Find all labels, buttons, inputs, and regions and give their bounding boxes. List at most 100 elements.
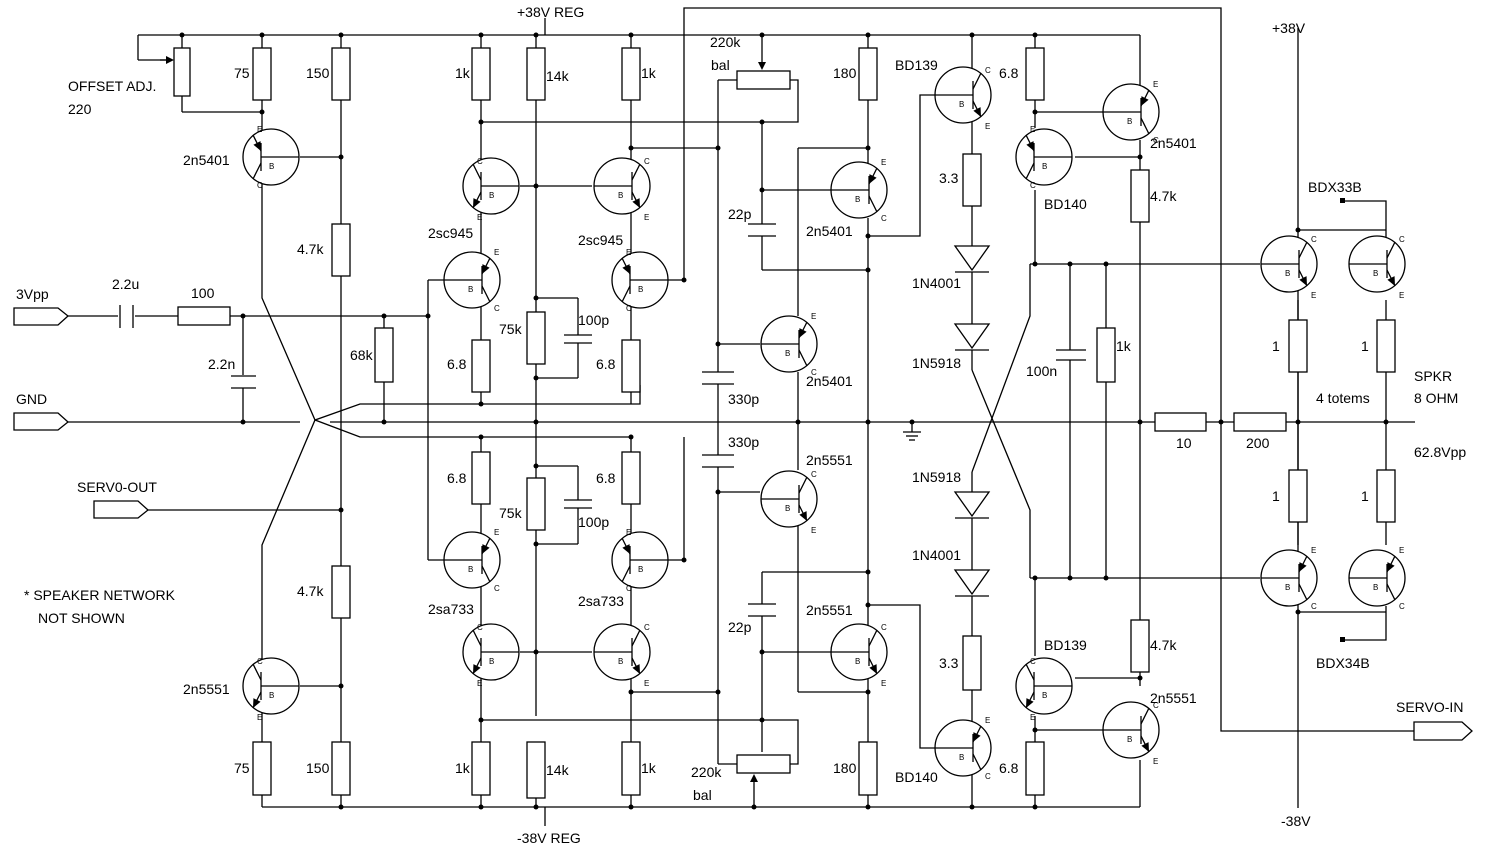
transistor-symbol: C E B	[1015, 657, 1073, 722]
transistor-symbol: ECB	[1102, 80, 1160, 145]
value-label: 6.8	[999, 65, 1019, 81]
value-label: 75	[234, 65, 250, 81]
transistor-symbol: CEB	[242, 657, 300, 722]
transistor-symbol: ECB	[760, 312, 818, 377]
svg-text:B: B	[618, 657, 623, 666]
svg-text:B: B	[638, 565, 643, 574]
svg-text:E: E	[811, 312, 816, 321]
svg-text:E: E	[626, 528, 631, 537]
transistor-label: BDX33B	[1308, 179, 1362, 195]
svg-text:E: E	[644, 679, 649, 688]
svg-text:E: E	[257, 125, 262, 134]
value-label: 1k	[641, 65, 657, 81]
label-8ohm: 8 OHM	[1414, 390, 1458, 406]
value-label: 75k	[499, 321, 523, 337]
svg-text:C: C	[257, 657, 263, 666]
svg-text:B: B	[489, 191, 494, 200]
transistor-symbol: ECB	[611, 248, 669, 313]
svg-text:E: E	[1153, 757, 1158, 766]
svg-text:B: B	[1373, 583, 1378, 592]
svg-text:E: E	[1030, 713, 1035, 722]
transistor-label: BD140	[1044, 196, 1087, 212]
transistor-label: 2n5551	[183, 681, 230, 697]
transistor-label: 2n5551	[806, 602, 853, 618]
value-label: 6.8	[596, 470, 616, 486]
label-spkr: SPKR	[1414, 368, 1452, 384]
note-line-2: NOT SHOWN	[38, 610, 125, 626]
value-label: 4.7k	[1150, 637, 1177, 653]
capacitors	[119, 223, 1086, 617]
transistors: ECBCEBCEBCEBECBECBECBECBCEBCEBECBECBCEBC…	[242, 66, 1406, 781]
junctions	[179, 32, 1389, 810]
value-label: 14k	[546, 762, 570, 778]
value-label: 2.2n	[208, 356, 235, 372]
value-label: 150	[306, 65, 330, 81]
svg-text:E: E	[477, 679, 482, 688]
svg-text:C: C	[1030, 657, 1036, 666]
transistor-symbol: ECB	[830, 158, 888, 223]
value-label: 10	[1176, 435, 1192, 451]
label-bal-bot-value: 220k	[691, 764, 722, 780]
value-label: 1N5918	[912, 355, 961, 371]
svg-text:B: B	[638, 285, 643, 294]
transistor-symbol: ECB	[443, 248, 501, 313]
value-label: 2.2u	[112, 276, 139, 292]
svg-text:C: C	[626, 304, 632, 313]
transistor-symbol: ECB	[1348, 546, 1406, 611]
value-label: 4.7k	[1150, 188, 1177, 204]
value-label: 200	[1246, 435, 1270, 451]
svg-text:B: B	[855, 657, 860, 666]
connectors	[13, 198, 1473, 741]
value-label: 150	[306, 760, 330, 776]
value-label: 1	[1272, 338, 1280, 354]
svg-text:E: E	[985, 122, 990, 131]
transistor-label: 2n5551	[1150, 690, 1197, 706]
svg-text:B: B	[959, 753, 964, 762]
transistor-symbol: CEB	[830, 623, 888, 688]
svg-text:E: E	[1311, 546, 1316, 555]
label-v-pos: +38V	[1272, 20, 1306, 36]
transistor-symbol: CEB	[593, 157, 651, 222]
value-label: 6.8	[447, 356, 467, 372]
transistor-label: BDX34B	[1316, 655, 1370, 671]
value-label: 4.7k	[297, 241, 324, 257]
value-label: 6.8	[999, 760, 1019, 776]
label-servo-out: SERV0-OUT	[77, 479, 157, 495]
svg-text:C: C	[881, 623, 887, 632]
transistor-label: 2sc945	[578, 232, 623, 248]
labels: +38V REG -38V REG +38V -38V OFFSET ADJ. …	[16, 4, 1466, 846]
svg-text:C: C	[1399, 235, 1405, 244]
label-vreg-pos: +38V REG	[517, 4, 584, 20]
svg-text:C: C	[257, 181, 263, 190]
svg-text:E: E	[1399, 546, 1404, 555]
svg-text:C: C	[494, 304, 500, 313]
svg-text:B: B	[785, 349, 790, 358]
diodes	[953, 245, 991, 597]
svg-text:B: B	[1127, 735, 1132, 744]
svg-text:E: E	[1030, 125, 1035, 134]
value-label: 100p	[578, 312, 609, 328]
transistor-label: 2n5401	[806, 373, 853, 389]
transistor-label: BD139	[1044, 637, 1087, 653]
value-label: 22p	[728, 206, 752, 222]
label-bal-top: bal	[711, 57, 730, 73]
svg-text:B: B	[269, 162, 274, 171]
svg-text:C: C	[1153, 136, 1159, 145]
transistor-label: 2n5401	[806, 223, 853, 239]
svg-text:B: B	[1285, 583, 1290, 592]
svg-text:E: E	[985, 716, 990, 725]
svg-text:C: C	[1030, 181, 1036, 190]
svg-text:C: C	[881, 214, 887, 223]
transistor-label: 2sa733	[578, 593, 624, 609]
value-label: 100p	[578, 514, 609, 530]
transistor-symbol: CEB	[760, 470, 818, 535]
value-label: 1	[1361, 488, 1369, 504]
svg-text:B: B	[1042, 691, 1047, 700]
value-label: 330p	[728, 391, 759, 407]
label-offset-adj: OFFSET ADJ.	[68, 78, 156, 94]
label-offset-value: 220	[68, 101, 92, 117]
svg-text:C: C	[985, 772, 991, 781]
label-totems: 4 totems	[1316, 390, 1370, 406]
value-label: 1k	[641, 760, 657, 776]
svg-text:B: B	[468, 285, 473, 294]
